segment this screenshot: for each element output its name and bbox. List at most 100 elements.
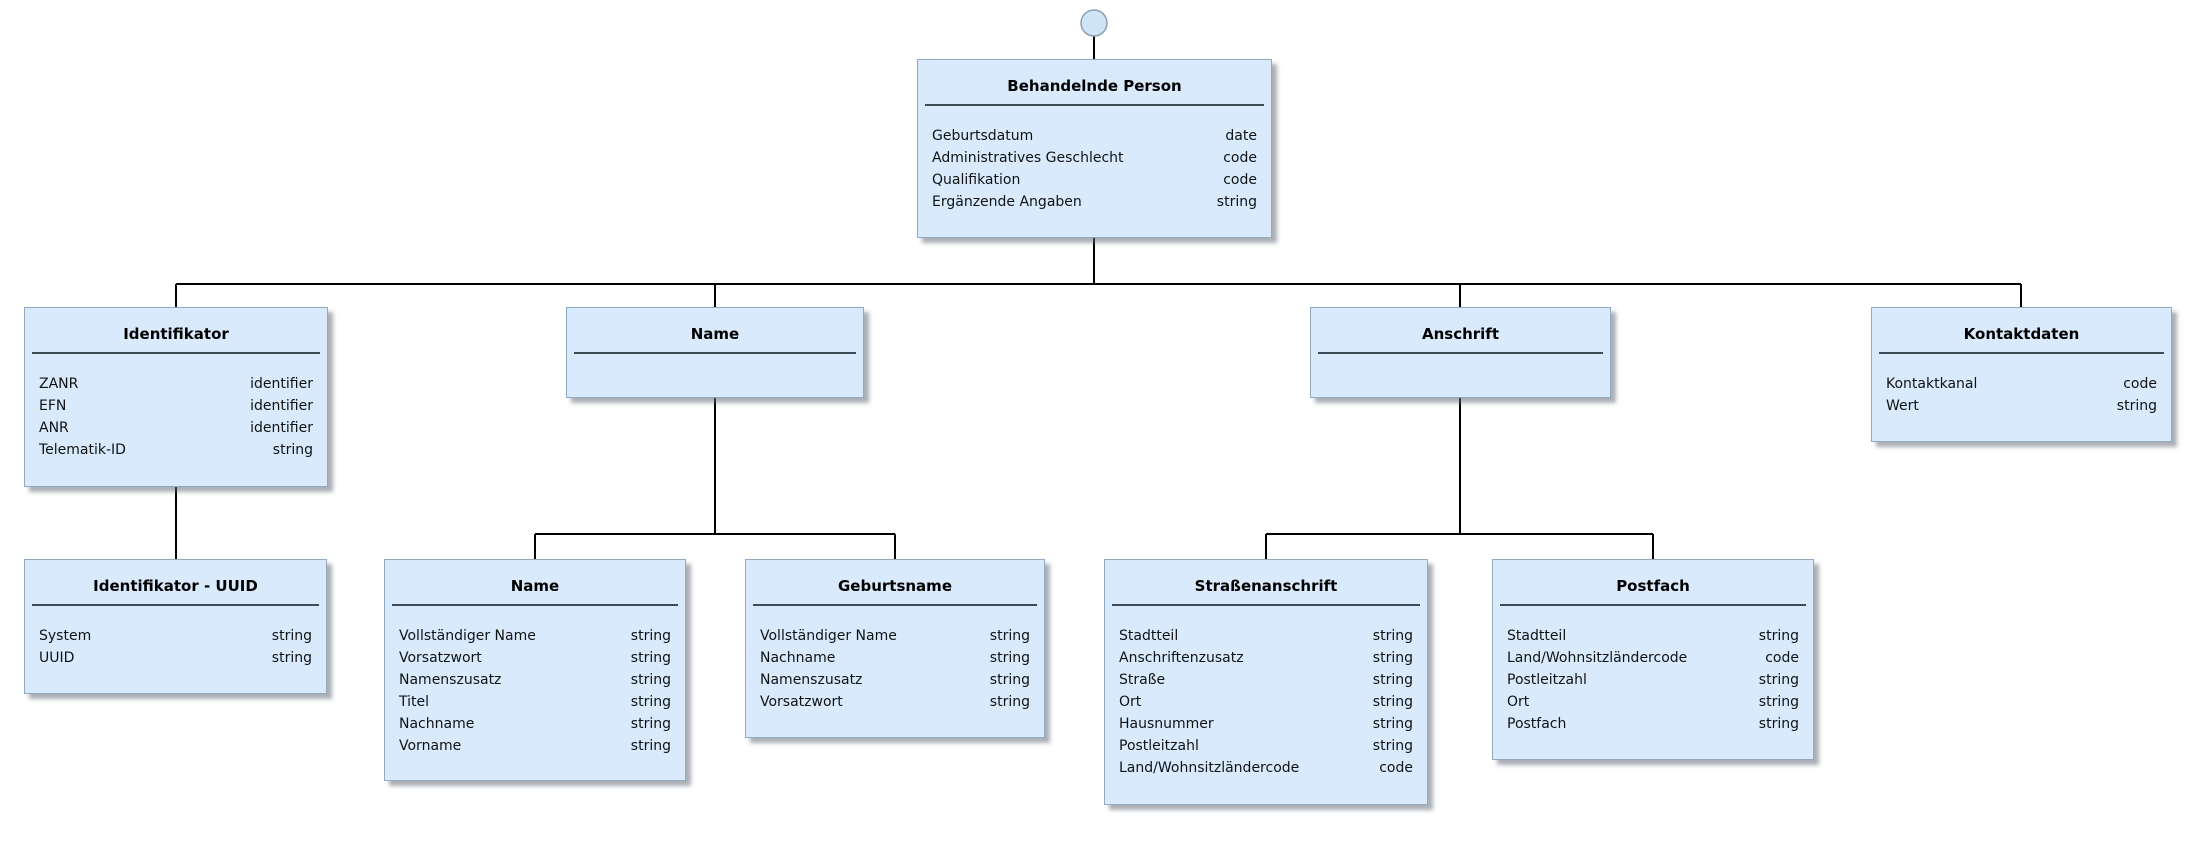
entity-separator xyxy=(925,104,1264,106)
attribute-type: string xyxy=(630,738,671,754)
entity-name[interactable]: Name xyxy=(566,307,864,398)
attribute-type: identifier xyxy=(250,376,313,392)
attribute-row: Straße string xyxy=(1119,669,1413,691)
attribute-type: string xyxy=(1372,628,1413,644)
attribute-name: Vorname xyxy=(399,738,462,754)
attribute-name: Qualifikation xyxy=(932,172,1021,188)
attribute-type: string xyxy=(1372,672,1413,688)
attribute-type: code xyxy=(1765,650,1799,666)
entity-title: Identifikator xyxy=(123,325,229,343)
entity-attributes xyxy=(567,354,863,373)
attribute-name: Ort xyxy=(1119,694,1142,710)
attribute-type: string xyxy=(630,716,671,732)
attribute-type: code xyxy=(1223,172,1257,188)
attribute-type: string xyxy=(272,442,313,458)
attribute-name: Nachname xyxy=(760,650,836,666)
attribute-type: string xyxy=(1372,650,1413,666)
attribute-name: Postfach xyxy=(1507,716,1567,732)
attribute-type: string xyxy=(1758,716,1799,732)
attribute-row: Vollständiger Name string xyxy=(760,625,1030,647)
attribute-row: Titel string xyxy=(399,691,671,713)
attribute-row: Anschriftenzusatz string xyxy=(1119,647,1413,669)
attribute-type: string xyxy=(989,672,1030,688)
entity-title: Kontaktdaten xyxy=(1963,325,2080,343)
attribute-type: identifier xyxy=(250,420,313,436)
entity-separator xyxy=(1500,604,1806,606)
entity-title: Name xyxy=(690,325,740,343)
attribute-row: ANR identifier xyxy=(39,417,313,439)
attribute-name: Anschriftenzusatz xyxy=(1119,650,1244,666)
attribute-name: ANR xyxy=(39,420,69,436)
attribute-row: Kontaktkanal code xyxy=(1886,373,2157,395)
attribute-name: Land/Wohnsitzländercode xyxy=(1119,760,1300,776)
entity-separator xyxy=(753,604,1037,606)
attribute-name: Namenszusatz xyxy=(399,672,502,688)
attribute-type: code xyxy=(2123,376,2157,392)
attribute-name: Vorsatzwort xyxy=(760,694,843,710)
attribute-type: string xyxy=(2116,398,2157,414)
entity-title: Name xyxy=(510,577,560,595)
entity-separator xyxy=(32,604,319,606)
attribute-type: string xyxy=(630,694,671,710)
entity-anschrift[interactable]: Anschrift xyxy=(1310,307,1611,398)
attribute-row: Vorname string xyxy=(399,735,671,757)
attribute-row: Qualifikation code xyxy=(932,169,1257,191)
attribute-type: string xyxy=(1216,194,1257,210)
attribute-name: System xyxy=(39,628,92,644)
attribute-name: Kontaktkanal xyxy=(1886,376,1978,392)
entity-title: Geburtsname xyxy=(837,577,952,595)
entity-separator xyxy=(1879,352,2164,354)
entity-title: Straßenanschrift xyxy=(1194,577,1338,595)
attribute-row: Postfach string xyxy=(1507,713,1799,735)
entity-separator xyxy=(32,352,320,354)
attribute-name: Vollständiger Name xyxy=(399,628,536,644)
attribute-name: Telematik-ID xyxy=(39,442,126,458)
attribute-name: Postleitzahl xyxy=(1119,738,1199,754)
attribute-row: Stadtteil string xyxy=(1119,625,1413,647)
attribute-name: Titel xyxy=(399,694,430,710)
entity-separator xyxy=(1112,604,1420,606)
attribute-type: identifier xyxy=(250,398,313,414)
attribute-name: Straße xyxy=(1119,672,1166,688)
attribute-name: Vollständiger Name xyxy=(760,628,897,644)
attribute-type: string xyxy=(989,628,1030,644)
attribute-type: string xyxy=(271,650,312,666)
entity-separator xyxy=(1318,352,1603,354)
attribute-type: string xyxy=(1372,716,1413,732)
attribute-name: Administratives Geschlecht xyxy=(932,150,1124,166)
attribute-type: date xyxy=(1225,128,1257,144)
entity-title: Anschrift xyxy=(1421,325,1500,343)
attribute-type: string xyxy=(630,628,671,644)
attribute-type: string xyxy=(1372,694,1413,710)
attribute-row: Vollständiger Name string xyxy=(399,625,671,647)
entity-title: Behandelnde Person xyxy=(1007,77,1182,95)
root-anchor-circle-icon xyxy=(1080,9,1108,37)
attribute-name: Postleitzahl xyxy=(1507,672,1587,688)
attribute-name: Stadtteil xyxy=(1119,628,1179,644)
